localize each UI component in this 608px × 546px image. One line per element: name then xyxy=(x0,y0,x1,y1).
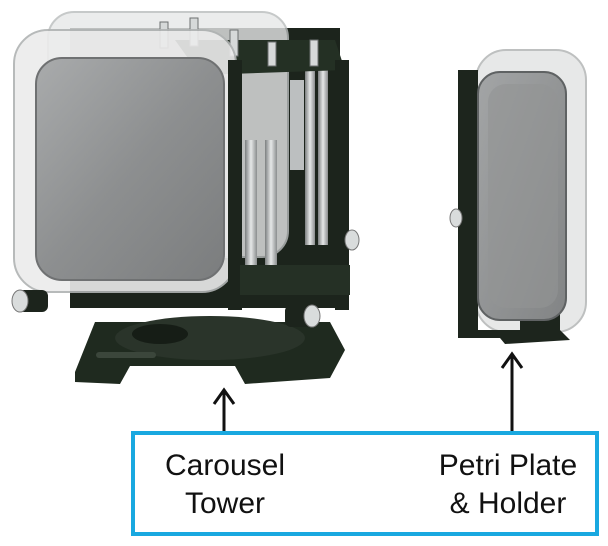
carousel-cylinder xyxy=(290,80,304,170)
carousel-rod xyxy=(245,140,257,280)
knob-group xyxy=(11,229,360,328)
petri-holder-frame xyxy=(458,70,478,338)
carousel-tower-label: Carousel Tower xyxy=(150,447,300,523)
carousel-tower xyxy=(11,11,360,384)
petri-plate-holder xyxy=(449,49,587,344)
arrow-carousel xyxy=(212,387,236,431)
carousel-label-line2: Tower xyxy=(184,487,266,520)
petri-label-line2: & Holder xyxy=(449,487,567,520)
carousel-rod xyxy=(318,70,328,245)
arrow-petri xyxy=(500,351,524,431)
petri-plate-label: Petri Plate & Holder xyxy=(423,447,593,523)
label-box xyxy=(131,431,599,536)
petri-label-line1: Petri Plate xyxy=(438,449,578,482)
carousel-front-panel-inner xyxy=(35,57,225,281)
carousel-label-line1: Carousel xyxy=(164,449,286,482)
carousel-rod xyxy=(305,70,315,245)
carousel-rod xyxy=(265,140,277,280)
